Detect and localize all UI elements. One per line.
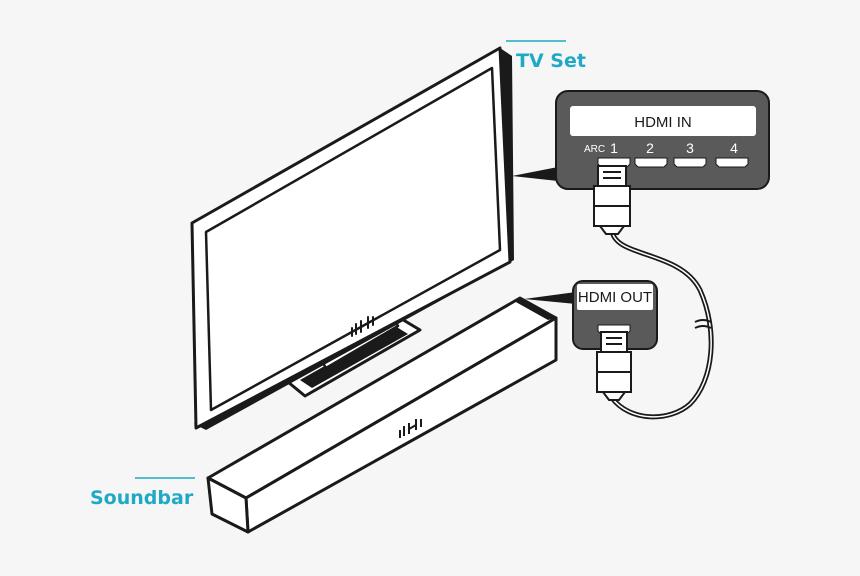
hdmi-port-number-1: 1 <box>610 140 618 156</box>
tv-logo-icon <box>351 316 374 337</box>
hdmi-port-icon-4 <box>715 157 749 168</box>
cable-break-icon <box>694 319 712 329</box>
soundbar-label: Soundbar <box>90 487 194 509</box>
hdmi-port-number-3: 3 <box>686 140 694 156</box>
hdmi-out-header <box>577 284 653 310</box>
hdmi-in-title: HDMI IN <box>634 114 692 131</box>
soundbar-logo-icon <box>399 419 422 438</box>
hdmi-connector-soundbar <box>596 331 632 401</box>
hdmi-out-title: HDMI OUT <box>578 289 652 306</box>
hdmi-connector-tv <box>593 165 631 235</box>
soundbar-hdmi-out-panel: HDMI OUT <box>524 280 658 350</box>
hdmi-port-icon-3 <box>673 157 707 168</box>
tv-label: TV Set <box>516 50 586 72</box>
tv-screen <box>204 66 502 412</box>
soundbar <box>206 296 558 534</box>
hdmi-in-header <box>570 106 756 136</box>
tv-hdmi-in-panel: HDMI IN ARC 1 2 3 4 <box>512 90 770 190</box>
tv-set <box>190 46 514 430</box>
hdmi-cable <box>593 165 714 420</box>
hdmi-port-number-2: 2 <box>646 140 654 156</box>
hdmi-port-icon-2 <box>634 157 668 168</box>
hdmi-port-number-4: 4 <box>730 140 738 156</box>
arc-label: ARC <box>584 144 605 155</box>
